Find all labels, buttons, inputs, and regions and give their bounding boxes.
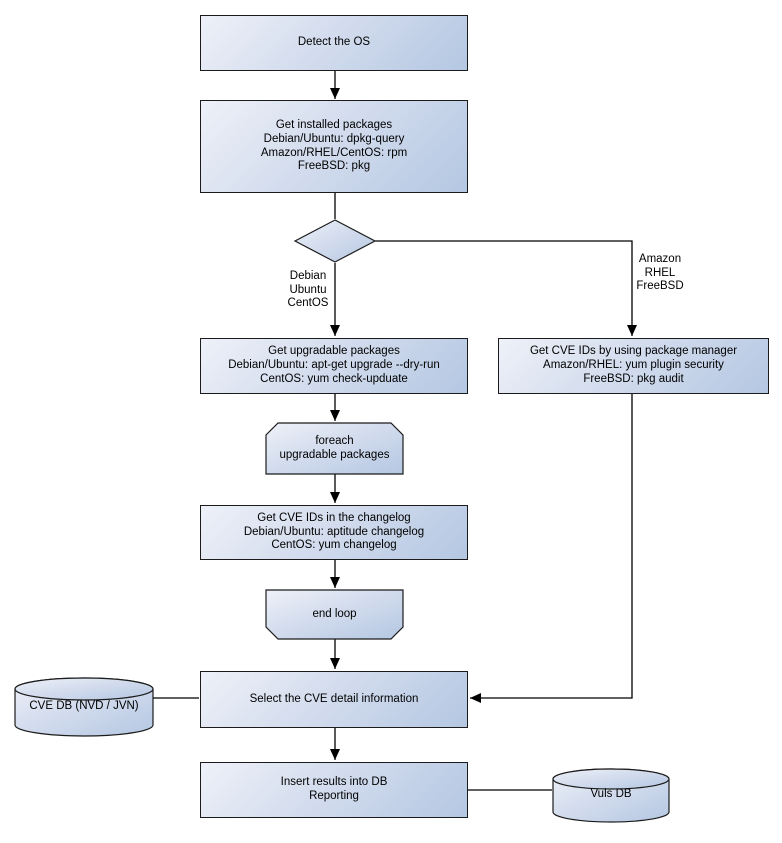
end-loop-label: end loop — [266, 590, 403, 639]
branch-right-line-1: Amazon — [638, 253, 682, 265]
node-installed-line-4: FreeBSD: pkg — [297, 160, 371, 173]
node-detect-os: Detect the OS — [200, 15, 468, 71]
node-insert-results: Insert results into DB Reporting — [200, 762, 468, 818]
foreach-loop-label: foreach upgradable packages — [266, 423, 403, 474]
vuls-db-label: Vuls DB — [553, 772, 669, 818]
node-get-upgradable-packages: Get upgradable packages Debian/Ubuntu: a… — [200, 338, 468, 394]
cve-db-text: CVE DB (NVD / JVN) — [29, 700, 139, 713]
node-select-cve-label: Select the CVE detail information — [249, 692, 419, 705]
vuls-db-text: Vuls DB — [590, 788, 632, 801]
node-installed-line-3: Amazon/RHEL/CentOS: rpm — [260, 146, 408, 159]
foreach-line-1: foreach — [315, 434, 354, 447]
vuls-db-cylinder-top — [552, 768, 670, 790]
node-installed-line-1: Get installed packages — [275, 118, 393, 131]
branch-left-line-1: Debian — [289, 270, 327, 282]
node-cve-pkg-line-2: Amazon/RHEL: yum plugin security — [543, 359, 724, 372]
node-get-installed-packages: Get installed packages Debian/Ubuntu: dp… — [200, 100, 468, 193]
branch-label-left: Debian Ubuntu CentOS — [276, 270, 340, 311]
node-upgradable-line-3: CentOS: yum check-upduate — [260, 372, 408, 385]
connectors — [153, 71, 637, 791]
foreach-loop-shape — [265, 422, 404, 475]
node-upgradable-line-2: Debian/Ubuntu: apt-get upgrade --dry-run — [228, 359, 440, 372]
node-upgradable-line-1: Get upgradable packages — [268, 345, 400, 358]
foreach-line-2: upgradable packages — [279, 448, 390, 461]
node-get-cve-ids-package-manager: Get CVE IDs by using package manager Ama… — [498, 338, 769, 394]
cve-db-label: CVE DB (NVD / JVN) — [15, 682, 153, 732]
vuls-db-cylinder — [552, 768, 670, 823]
node-installed-line-2: Debian/Ubuntu: dpkg-query — [263, 132, 405, 145]
node-select-cve-detail: Select the CVE detail information — [200, 671, 468, 728]
branch-left-line-3: CentOS — [287, 297, 329, 309]
decision-diamond — [293, 219, 377, 263]
connector-decision-to-cve-pkg-manager — [375, 240, 637, 336]
node-cve-pkg-line-1: Get CVE IDs by using package manager — [529, 345, 738, 358]
node-changelog-line-2: Debian/Ubuntu: aptitude changelog — [243, 525, 425, 538]
branch-right-line-2: RHEL — [644, 266, 676, 279]
node-changelog-line-1: Get CVE IDs in the changelog — [257, 511, 411, 524]
node-insert-line-2: Reporting — [309, 790, 359, 802]
cve-db-cylinder — [14, 677, 154, 737]
node-insert-line-1: Insert results into DB — [280, 776, 388, 789]
end-loop-shape — [265, 589, 404, 640]
branch-right-line-3: FreeBSD — [636, 280, 684, 292]
cve-db-cylinder-top — [14, 677, 154, 701]
node-changelog-line-3: CentOS: yum changelog — [271, 539, 397, 552]
node-get-cve-ids-changelog: Get CVE IDs in the changelog Debian/Ubun… — [200, 505, 468, 560]
branch-left-line-2: Ubuntu — [289, 283, 327, 296]
node-detect-os-label: Detect the OS — [297, 36, 371, 49]
node-cve-pkg-line-3: FreeBSD: pkg audit — [583, 372, 684, 385]
branch-label-right: Amazon RHEL FreeBSD — [628, 253, 692, 294]
connector-cve-pkg-manager-to-select — [470, 394, 633, 703]
end-loop-text: end loop — [312, 607, 357, 620]
